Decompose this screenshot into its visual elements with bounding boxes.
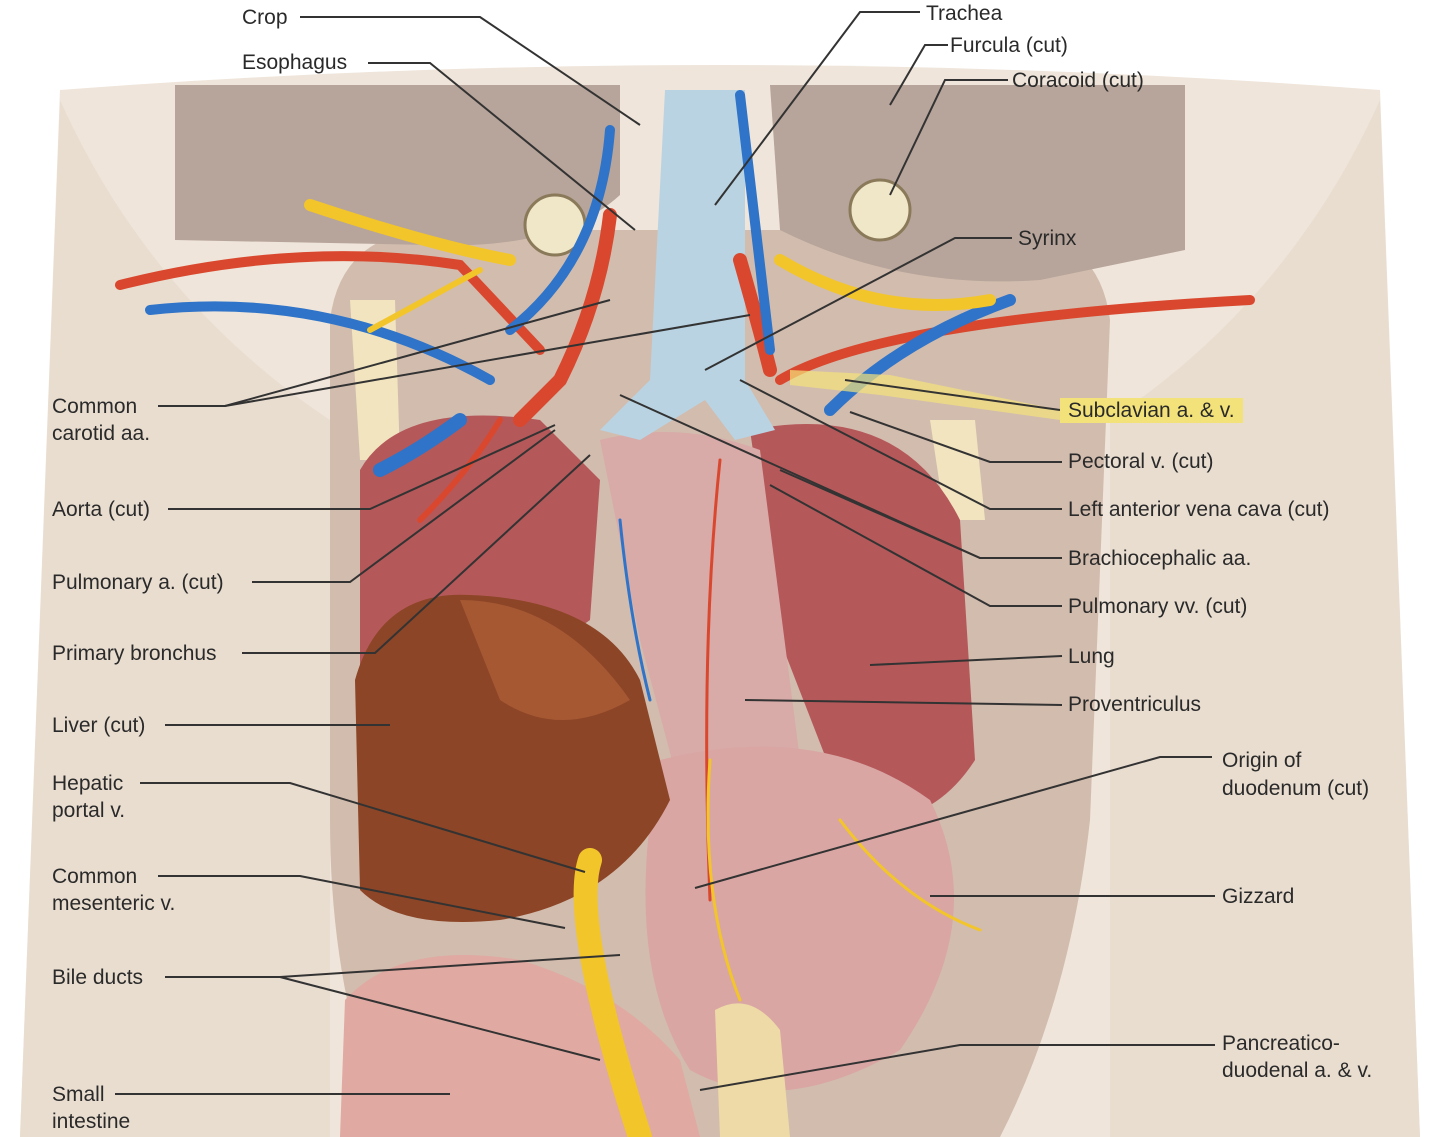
label-furcula: Furcula (cut) <box>950 34 1068 57</box>
label-coracoid: Coracoid (cut) <box>1012 69 1144 92</box>
label-hepatic-portal-line2: portal v. <box>52 799 126 822</box>
proventriculus <box>600 432 800 792</box>
label-trachea: Trachea <box>926 2 1003 25</box>
label-subclavian: Subclavian a. & v. <box>1060 397 1243 424</box>
label-pulmonary-a: Pulmonary a. (cut) <box>52 571 224 594</box>
label-pectoral: Pectoral v. (cut) <box>1068 450 1214 473</box>
right-fat-pad <box>770 85 1185 282</box>
label-origin-duodenum-line1: Origin of <box>1222 749 1302 772</box>
left-wing-muscle <box>20 100 330 1137</box>
label-aorta: Aorta (cut) <box>52 498 151 521</box>
label-pancreatico-line1: Pancreatico- <box>1222 1032 1340 1055</box>
liver-lobe-highlight <box>460 600 630 720</box>
label-syrinx: Syrinx <box>1018 227 1077 250</box>
label-bile-ducts: Bile ducts <box>52 966 144 989</box>
label-crop: Crop <box>242 6 288 29</box>
right-lung <box>750 424 975 822</box>
label-common-carotid-line2: carotid aa. <box>52 422 151 445</box>
label-subclavian-text: Subclavian a. & v. <box>1060 398 1243 423</box>
pancreas <box>715 1003 790 1137</box>
label-common-mesenteric-line1: Common <box>52 865 138 888</box>
gizzard <box>645 746 954 1091</box>
label-small-intestine-line1: Small <box>52 1083 105 1106</box>
label-pulmonary-vv: Pulmonary vv. (cut) <box>1068 595 1248 618</box>
label-esophagus: Esophagus <box>242 51 348 74</box>
nerves <box>304 199 996 1137</box>
label-left-anterior-vena-cava: Left anterior vena cava (cut) <box>1068 498 1330 521</box>
label-gizzard: Gizzard <box>1222 885 1295 908</box>
right-wing-muscle <box>1110 100 1420 1137</box>
label-pancreatico-line2: duodenal a. & v. <box>1222 1059 1373 1082</box>
leader-lines <box>115 11 1215 1095</box>
label-common-mesenteric-line2: mesenteric v. <box>52 892 176 915</box>
label-brachiocephalic: Brachiocephalic aa. <box>1068 547 1252 570</box>
label-common-carotid-line1: Common <box>52 395 138 418</box>
trachea <box>600 90 775 440</box>
veins <box>145 90 1016 702</box>
right-coracoid <box>848 178 912 242</box>
label-primary-bronchus: Primary bronchus <box>52 642 217 665</box>
left-fat-pad <box>175 85 620 246</box>
label-small-intestine-line2: intestine <box>52 1110 131 1133</box>
label-origin-duodenum-line2: duodenum (cut) <box>1222 777 1370 800</box>
label-liver: Liver (cut) <box>52 714 146 737</box>
label-proventriculus: Proventriculus <box>1068 693 1202 716</box>
label-lung: Lung <box>1068 645 1115 668</box>
label-hepatic-portal-line1: Hepatic <box>52 772 124 795</box>
